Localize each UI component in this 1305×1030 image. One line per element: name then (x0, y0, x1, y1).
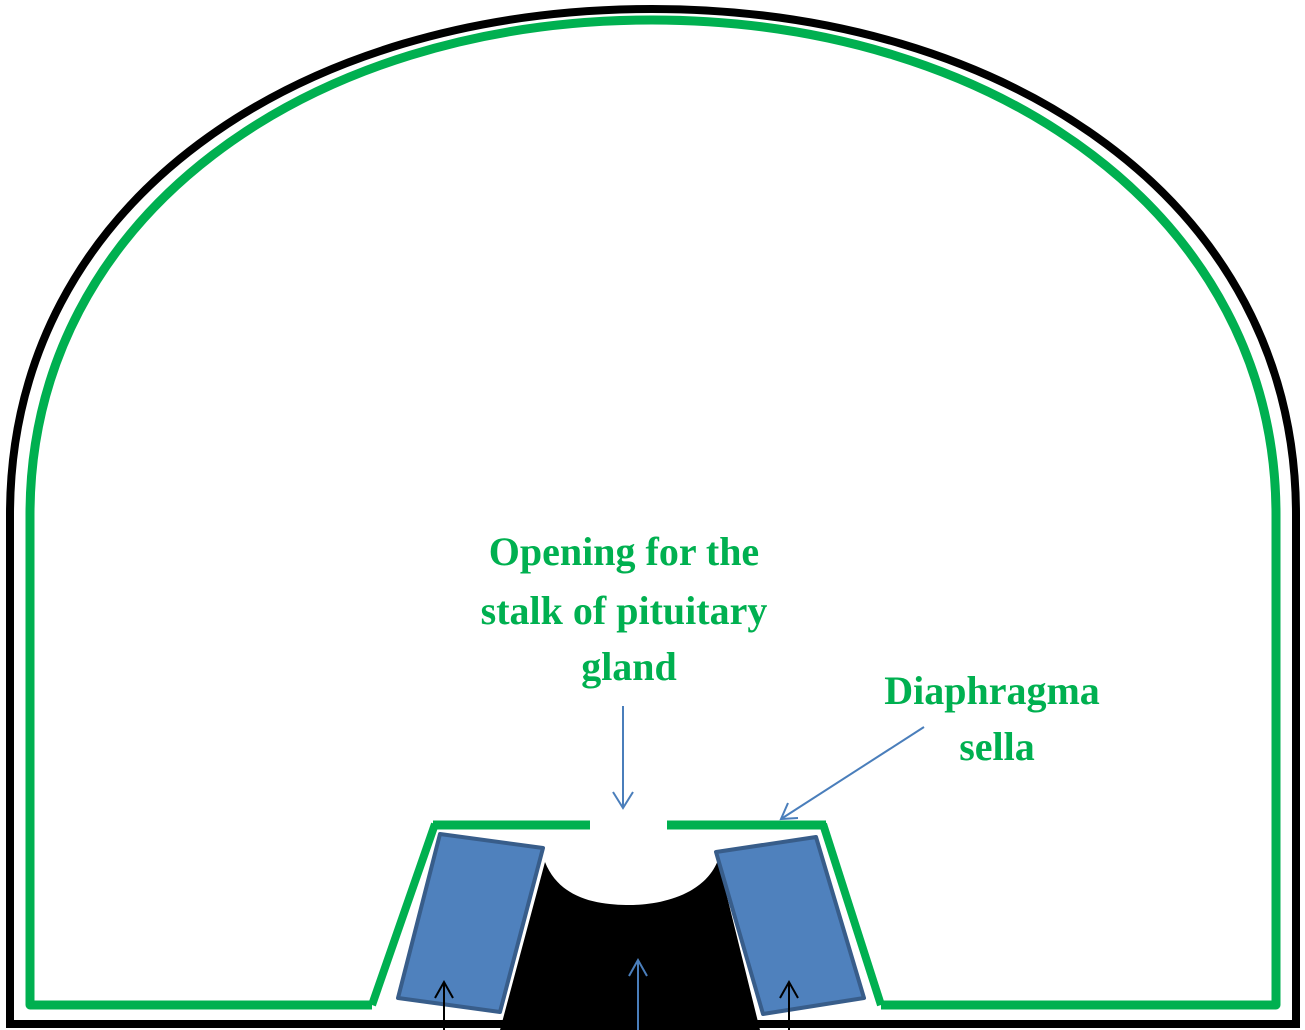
diaphragma-arrow (781, 727, 924, 819)
diaphragma-label-line-2: sella (959, 724, 1035, 769)
diaphragma-label: Diaphragma sella (884, 668, 1110, 769)
stalk-opening-label-line-3: gland (581, 644, 677, 689)
diaphragma-label-line-1: Diaphragma (884, 668, 1100, 713)
stalk-opening-label: Opening for the stalk of pituitary gland (481, 529, 778, 689)
stalk-opening-arrow (613, 706, 633, 808)
dura-mater-outline (30, 20, 1276, 1005)
stalk-opening-label-line-1: Opening for the (489, 529, 759, 574)
sella-turcica (500, 860, 760, 1030)
stalk-opening-label-line-2: stalk of pituitary (481, 588, 768, 633)
